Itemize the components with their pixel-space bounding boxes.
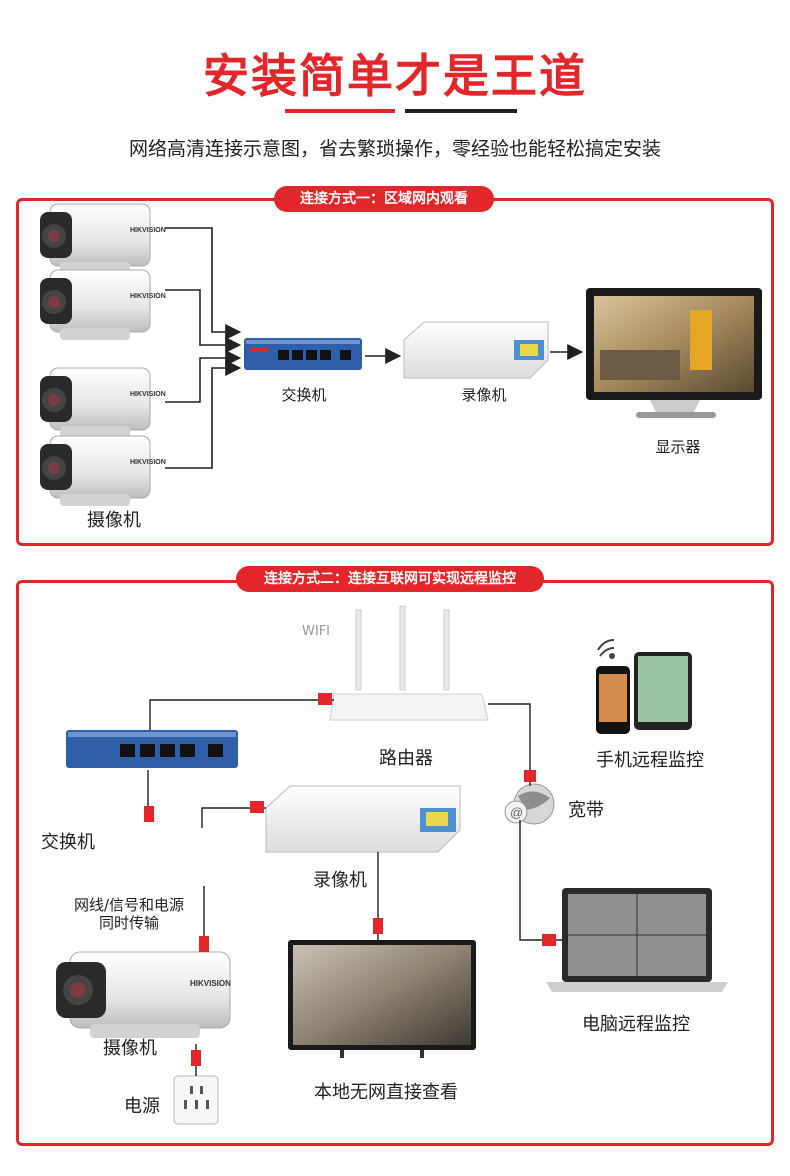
pc-label: 电脑远程监控	[582, 1014, 690, 1035]
camera-3	[39, 367, 151, 439]
section-1-cables	[165, 227, 584, 469]
monitor-label: 显示器	[655, 438, 701, 456]
router-label: 路由器	[379, 748, 433, 769]
broadband-label: 宽带	[568, 800, 604, 821]
page-title: 安装简单才是王道	[203, 49, 587, 103]
wifi-label: WIFI	[302, 624, 330, 639]
camera-1	[39, 203, 151, 275]
camera-5-label: 摄像机	[103, 1038, 157, 1059]
page-subtitle: 网络高清连接示意图，省去繁琐操作，零经验也能轻松搞定安装	[128, 138, 661, 160]
phone-and-tablet	[596, 652, 692, 734]
camera-brand-labels: HIKVISION HIKVISION HIKVISION HIKVISION	[130, 227, 166, 466]
switch-1	[244, 338, 362, 370]
nvr-2-label: 录像机	[313, 870, 367, 891]
router	[329, 605, 489, 721]
svg-text:HIKVISION: HIKVISION	[130, 459, 166, 466]
svg-text:@: @	[510, 805, 523, 820]
monitor	[586, 288, 762, 418]
title-underline-red	[285, 109, 395, 113]
nvr-1-label: 录像机	[461, 386, 507, 404]
svg-text:HIKVISION: HIKVISION	[190, 979, 231, 988]
section-1-pill: 连接方式一：区域网内观看	[274, 186, 494, 212]
cable-connectors	[144, 693, 556, 1066]
switch-2	[66, 730, 238, 768]
power-label: 电源	[124, 1096, 160, 1117]
switch-2-label: 交换机	[41, 832, 95, 853]
cable-label-line-2: 同时传输	[98, 914, 159, 932]
laptop	[546, 888, 728, 992]
camera-1-label: 摄像机	[87, 510, 141, 531]
nvr-1	[403, 321, 549, 379]
svg-text:HIKVISION: HIKVISION	[130, 293, 166, 300]
title-underline-black	[405, 109, 517, 113]
broadband-globe: @	[504, 783, 555, 825]
switch-1-label: 交换机	[281, 386, 327, 404]
svg-text:HIKVISION: HIKVISION	[130, 391, 166, 398]
camera-5: HIKVISION	[56, 951, 231, 1038]
power-socket-icon	[173, 1075, 219, 1125]
camera-2	[39, 269, 151, 341]
tv	[288, 940, 476, 1058]
phone-label: 手机远程监控	[596, 750, 704, 771]
camera-4	[39, 435, 151, 507]
wifi-signal-icon	[597, 639, 615, 659]
section-2-pill: 连接方式二：连接互联网可实现远程监控	[236, 566, 544, 592]
nvr-2	[265, 785, 461, 853]
cable-label-line-1: 网线/信号和电源	[73, 896, 185, 914]
svg-text:HIKVISION: HIKVISION	[130, 227, 166, 234]
tv-label: 本地无网直接查看	[314, 1082, 458, 1103]
